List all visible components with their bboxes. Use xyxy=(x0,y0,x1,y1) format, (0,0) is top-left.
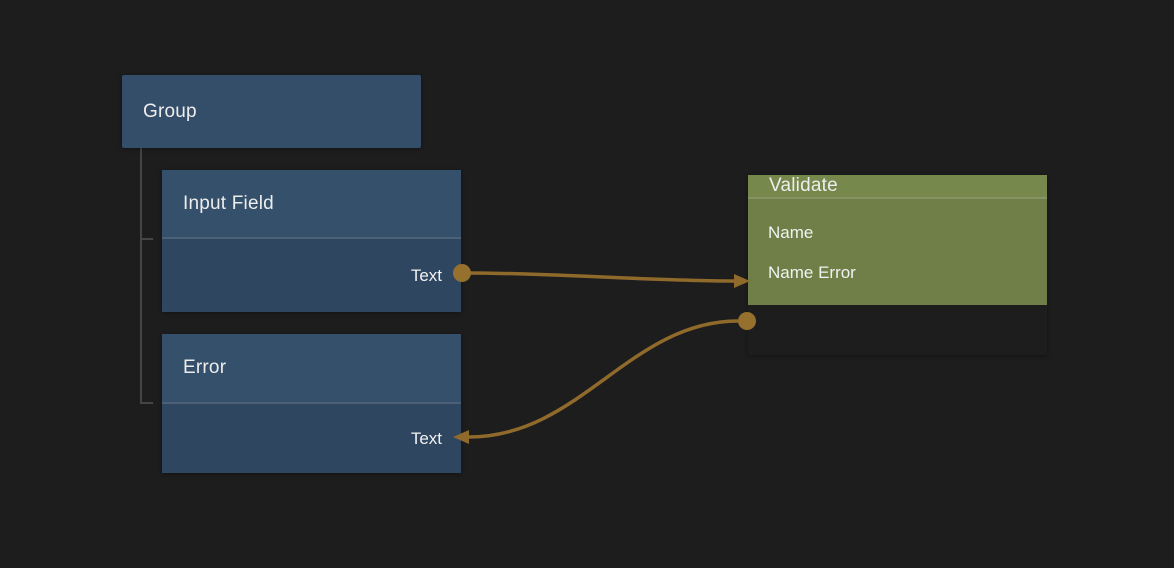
port-row-text-output: Text xyxy=(162,239,461,312)
node-error-title: Error xyxy=(183,357,227,378)
node-validate-title: Validate xyxy=(769,175,838,196)
node-group-title: Group xyxy=(143,100,197,122)
port-row-name-error: Name Error xyxy=(748,253,1047,293)
node-group-header[interactable]: Group xyxy=(122,75,421,148)
port-label-text-output: Text xyxy=(410,265,442,285)
tree-tick-error xyxy=(140,402,153,404)
node-error-header[interactable]: Error xyxy=(162,334,461,402)
port-label-name: Name xyxy=(768,223,814,242)
node-input-field-title: Input Field xyxy=(183,192,274,214)
node-group[interactable]: Group xyxy=(122,75,421,148)
node-input-field[interactable]: Input Field Text xyxy=(162,170,461,312)
port-row-text-input: Text xyxy=(162,404,461,473)
node-validate[interactable]: Validate Name Name Error xyxy=(748,175,1047,355)
port-row-name: Name xyxy=(748,213,1047,253)
wire-inputfield-text-to-validate-name[interactable] xyxy=(461,271,735,283)
node-error-body: Text xyxy=(162,402,461,473)
port-input-field-text-output[interactable] xyxy=(453,264,471,282)
node-validate-header[interactable]: Validate xyxy=(748,175,1047,197)
node-input-field-body: Text xyxy=(162,237,461,312)
tree-tick-input-field xyxy=(140,238,153,240)
port-label-name-error: Name Error xyxy=(768,263,856,282)
node-input-field-header[interactable]: Input Field xyxy=(162,170,461,237)
port-validate-name-error-output[interactable] xyxy=(738,312,756,330)
port-label-text-input: Text xyxy=(410,428,442,448)
node-validate-body: Name Name Error xyxy=(748,197,1047,305)
wire-validate-nameerror-to-error-text[interactable] xyxy=(468,319,739,439)
group-children-tree-line xyxy=(140,148,142,404)
node-error[interactable]: Error Text xyxy=(162,334,461,473)
